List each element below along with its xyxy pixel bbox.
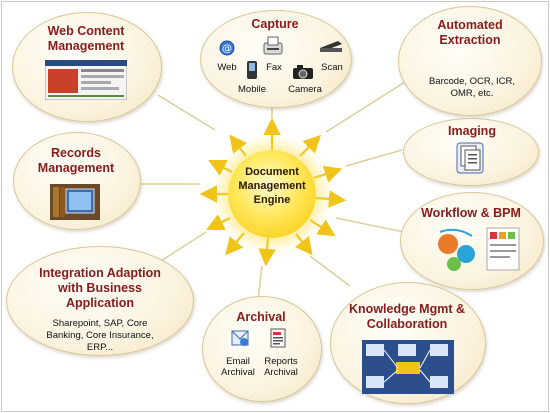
ray-upright: [299, 134, 322, 157]
fax-icon: [263, 36, 283, 55]
link-archival: [257, 265, 263, 301]
capture-item-mobile: Mobile: [238, 84, 266, 95]
workflow-diagram-icon: [438, 227, 520, 271]
ray-right-down: [309, 219, 336, 237]
knowledge-title: Knowledge Mgmt & Collaboration: [349, 302, 465, 331]
node-automated-extraction: [398, 6, 542, 116]
mobile-icon: [247, 61, 257, 79]
automated-extraction-detail: Barcode, OCR, ICR, OMR, etc.: [428, 76, 516, 99]
ray-right-up: [313, 165, 343, 183]
link-workflow: [335, 217, 405, 233]
automated-extraction-title: Automated Extraction: [437, 18, 503, 47]
reports-archival-icon: [270, 328, 286, 348]
ray-upleft: [229, 134, 248, 157]
ray-down: [258, 237, 276, 267]
records-title: Records Management: [37, 146, 115, 175]
ray-downright: [294, 233, 313, 256]
node-workflow-bpm: [400, 192, 544, 290]
collaboration-network-icon: [362, 340, 454, 394]
website-screenshot-icon: [45, 60, 127, 100]
document-stack-icon: [456, 142, 484, 174]
capture-item-web: Web: [217, 62, 237, 73]
archival-item-email: Email Archival: [221, 356, 255, 378]
ray-left-up: [208, 160, 233, 176]
web-content-title: Web Content Management: [47, 24, 125, 53]
ray-downleft: [225, 232, 245, 256]
capture-title: Capture: [251, 17, 299, 31]
workflow-title: Workflow & BPM: [421, 206, 521, 220]
document-management-engine-sun: [228, 150, 316, 238]
node-integration: [6, 246, 194, 356]
capture-item-fax: Fax: [266, 62, 282, 73]
link-web-content: [157, 94, 216, 131]
node-capture: [200, 10, 352, 108]
archival-title: Archival: [236, 310, 286, 324]
email-archival-icon: [231, 330, 249, 346]
web-icon: @: [219, 40, 235, 56]
archival-item-reports: Reports Archival: [264, 356, 298, 378]
scanner-icon: [320, 41, 342, 52]
camera-icon: [293, 65, 313, 79]
center-label: Document Management Engine: [238, 166, 306, 206]
capture-item-camera: Camera: [288, 84, 322, 95]
svg-text:@: @: [222, 44, 232, 55]
ray-left-down: [206, 214, 231, 230]
capture-item-scan: Scan: [321, 62, 343, 73]
integration-title: Integration Adaption with Business Appli…: [39, 266, 161, 310]
records-monitor-icon: [50, 184, 100, 220]
integration-detail: Sharepoint, SAP, Core Banking, Core Insu…: [46, 318, 154, 353]
link-knowledge: [309, 255, 351, 287]
imaging-title: Imaging: [448, 124, 496, 138]
node-archival: [202, 296, 322, 402]
link-extraction: [325, 79, 409, 133]
ray-right: [315, 190, 347, 208]
link-imaging: [345, 149, 403, 167]
